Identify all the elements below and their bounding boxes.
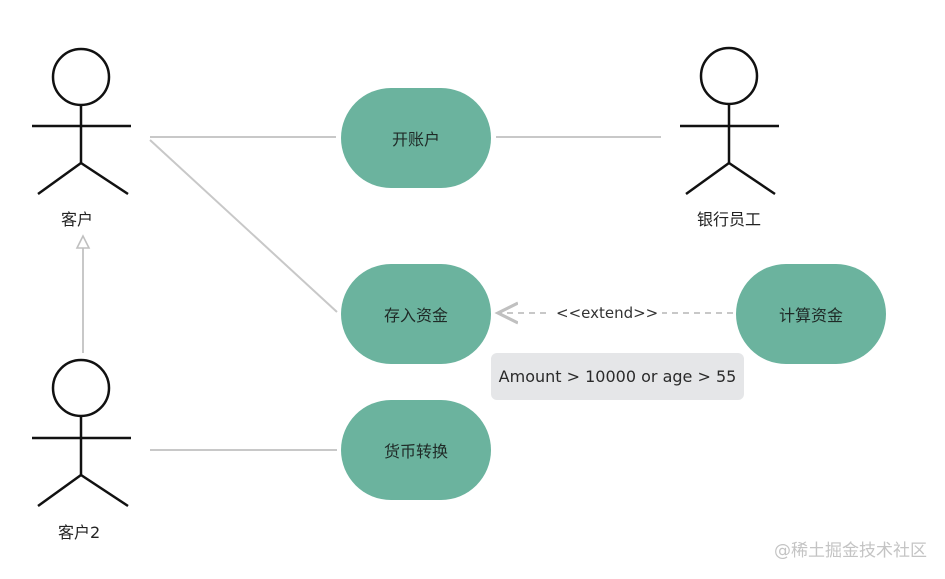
- actor-bank-staff-label: 银行员工: [697, 210, 762, 229]
- actor-customer2-figure: [32, 358, 131, 508]
- actor-customer2-label: 客户2: [58, 523, 101, 542]
- use-case-currency-exchange[interactable]: 货币转换: [341, 400, 491, 500]
- use-case-deposit-label: 存入资金: [383, 306, 448, 325]
- actor-customer-figure: [32, 47, 131, 196]
- extend-stereotype-label: <<extend>>: [552, 304, 663, 322]
- use-case-calculate-label: 计算资金: [778, 306, 843, 325]
- association-customer-deposit: [149, 139, 338, 313]
- actor-customer-label: 客户: [61, 210, 94, 229]
- extension-condition-note: Amount > 10000 or age > 55: [491, 353, 744, 400]
- actor-bank-staff-figure: [680, 46, 779, 196]
- use-case-calculate[interactable]: 计算资金: [736, 264, 886, 364]
- watermark: @稀土掘金技术社区: [774, 541, 927, 561]
- extension-condition-text: Amount > 10000 or age > 55: [498, 367, 737, 386]
- use-case-open-account-label: 开账户: [391, 130, 440, 149]
- generalization-arrowhead: [75, 234, 91, 249]
- use-case-open-account[interactable]: 开账户: [341, 88, 491, 188]
- use-case-deposit[interactable]: 存入资金: [341, 264, 491, 364]
- use-case-currency-exchange-label: 货币转换: [383, 442, 448, 461]
